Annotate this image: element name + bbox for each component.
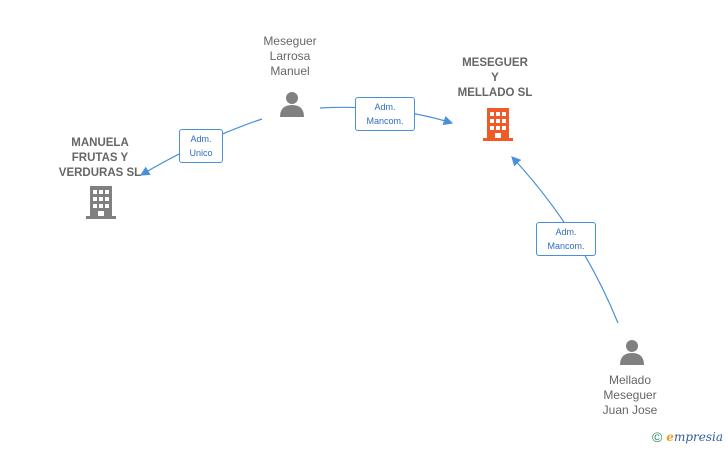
empresia-copyright: © empresia <box>652 429 723 445</box>
empresia-logo: empresia <box>666 430 723 444</box>
person-icon[interactable] <box>278 90 306 118</box>
edge-label-adm-unico[interactable]: Adm. Unico <box>179 129 223 163</box>
copyright-icon: © <box>651 429 663 445</box>
edge-label-adm-mancom-juanjose[interactable]: Adm. Mancom. <box>536 222 596 256</box>
company-label-manuela[interactable]: MANUELA FRUTAS Y VERDURAS SL <box>58 137 142 179</box>
person-label-mellado-meseguer[interactable]: Mellado Meseguer Juan Jose <box>602 373 658 417</box>
person-icon[interactable] <box>618 338 646 366</box>
person-label-meseguer-larrosa[interactable]: Meseguer Larrosa Manuel <box>263 34 317 78</box>
building-icon[interactable] <box>85 184 117 220</box>
building-icon-highlighted[interactable] <box>482 106 514 142</box>
edge-label-adm-mancom-larrosa[interactable]: Adm. Mancom. <box>355 97 415 131</box>
company-label-meseguer-mellado[interactable]: MESEGUER Y MELLADO SL <box>457 57 533 99</box>
